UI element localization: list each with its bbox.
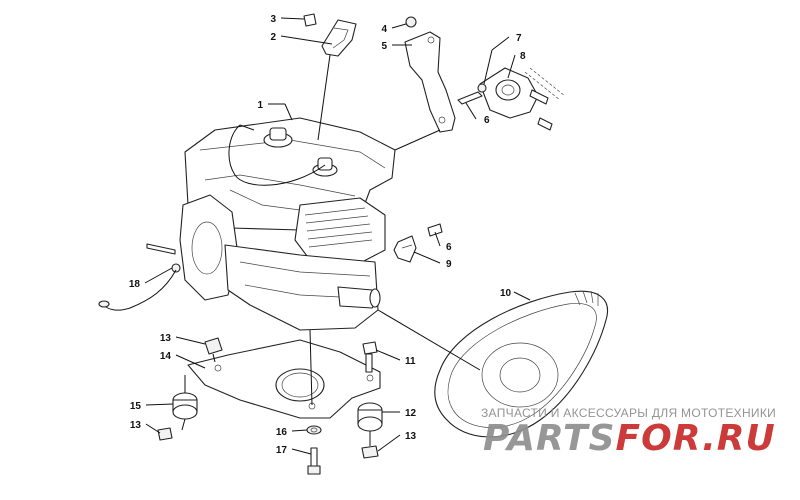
callout-1: 1 [257, 100, 263, 111]
callout-12: 12 [405, 408, 417, 419]
base-fasteners [306, 341, 378, 475]
drive-belt [377, 290, 608, 438]
mount-bracket-group [394, 16, 483, 151]
callout-10: 10 [500, 288, 512, 299]
watermark-brand-forru: FOR.RU [616, 418, 776, 459]
callout-16: 16 [276, 427, 288, 438]
isolator-mounts [157, 337, 383, 459]
callout-5: 5 [381, 41, 387, 52]
callout-13-top: 13 [160, 333, 172, 344]
callout-14: 14 [160, 351, 172, 362]
starter-handle-and-clip [303, 13, 357, 141]
callout-6-upper: 6 [484, 115, 490, 126]
leader-lines [144, 17, 531, 455]
callout-17: 17 [276, 445, 288, 456]
watermark-brand-parts: PARTS [483, 418, 616, 459]
callout-11: 11 [405, 356, 416, 367]
watermark: ЗАПЧАСТИ И АКСЕССУАРЫ ДЛЯ МОТОТЕХНИКИ PA… [481, 406, 776, 459]
callout-9: 9 [446, 259, 452, 270]
callout-13-left: 13 [130, 420, 142, 431]
callout-15: 15 [130, 401, 142, 412]
callout-6-lower: 6 [446, 242, 452, 253]
callout-18: 18 [129, 279, 141, 290]
callout-7: 7 [516, 33, 522, 44]
callout-labels: 3 2 1 4 5 6 7 8 6 9 10 11 12 13 13 14 15… [129, 14, 526, 456]
bearing-housing-group [477, 67, 566, 131]
watermark-tagline: ЗАПЧАСТИ И АКСЕССУАРЫ ДЛЯ МОТОТЕХНИКИ [481, 406, 776, 420]
callout-3: 3 [270, 14, 276, 25]
ground-wire [98, 243, 181, 311]
callout-13-right: 13 [405, 431, 417, 442]
callout-4: 4 [381, 24, 387, 35]
engine-assembly [179, 117, 396, 331]
clamp-group [393, 223, 443, 263]
engine-base-plate [187, 329, 381, 419]
callout-8: 8 [520, 51, 526, 62]
watermark-brand: PARTSFOR.RU [483, 418, 776, 459]
callout-2: 2 [270, 32, 276, 43]
